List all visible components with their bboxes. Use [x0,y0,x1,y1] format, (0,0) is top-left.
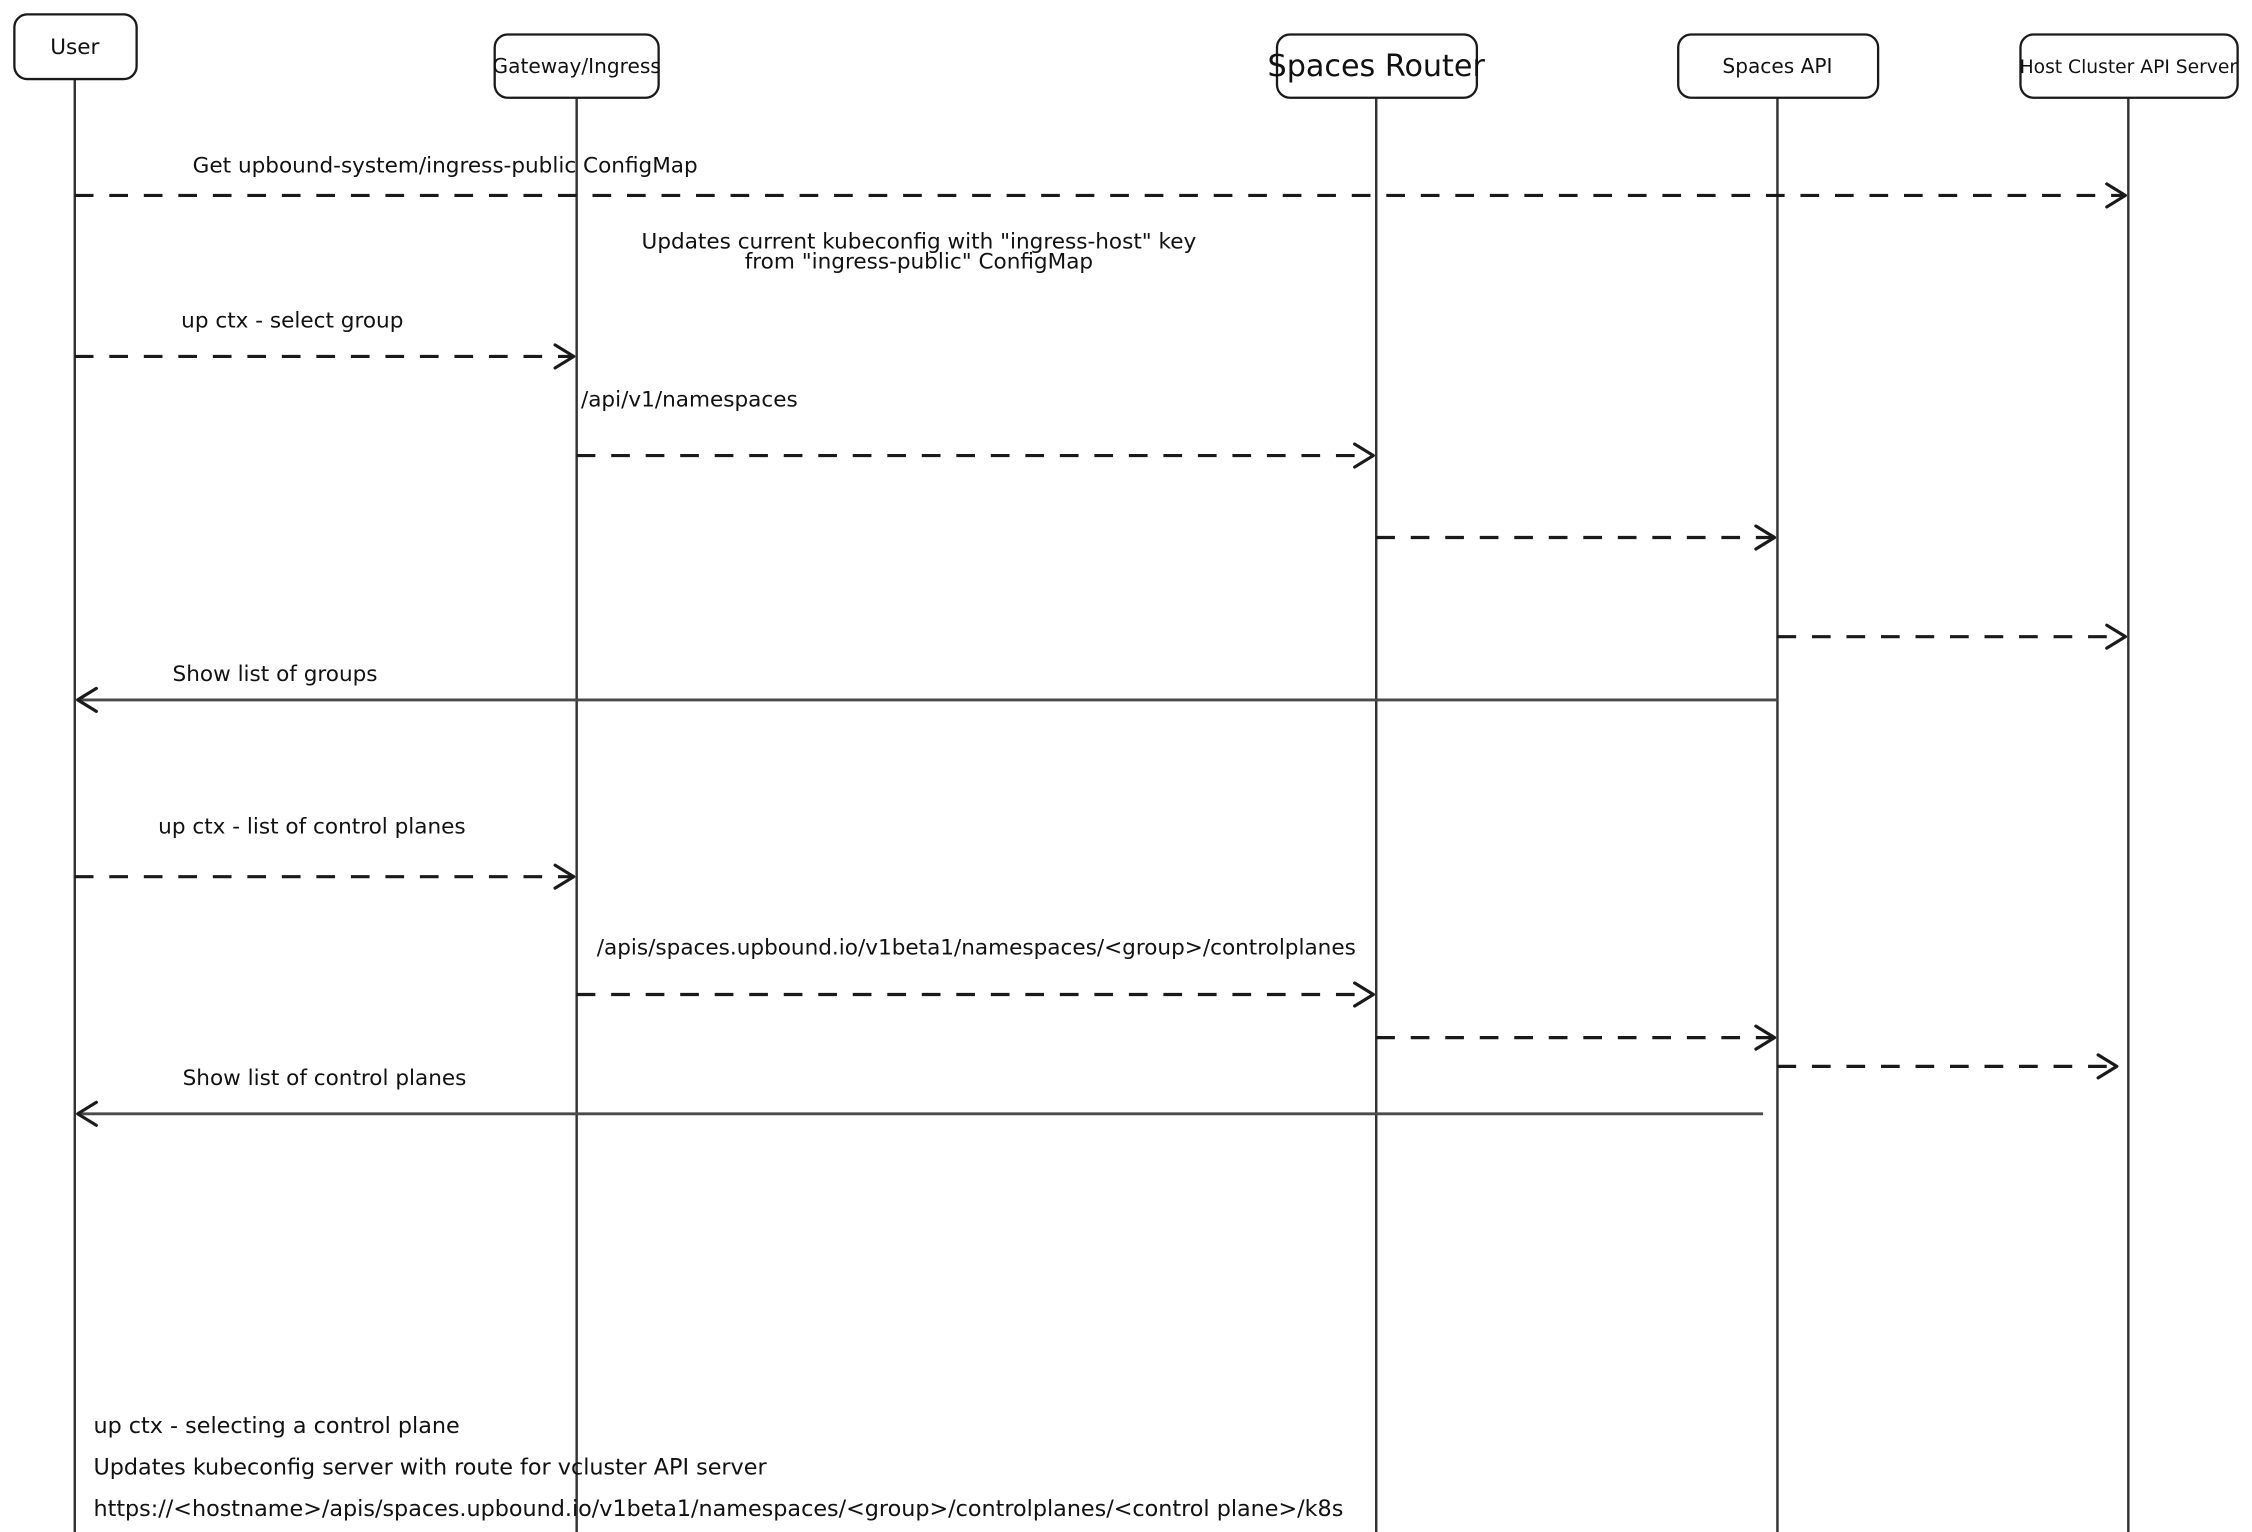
message-m2-note-line2: from "ingress-public" ConfigMap [745,250,1093,275]
message-m12: Show list of control planes [76,1066,1764,1127]
participant-box-hostapi [2019,33,2239,99]
participant-label-spacesapi: Spaces API [1722,54,1832,78]
message-m8: up ctx - list of control planes [74,815,576,890]
arrowhead-m12 [76,1100,98,1127]
arrowhead-m8 [553,863,576,890]
participant-gateway[interactable]: Gateway/Ingress [493,33,661,99]
message-m5 [1376,524,1777,551]
messages-layer: Get upbound-system/ingress-public Config… [74,153,2128,1127]
footer-note1: up ctx - selecting a control plane [93,1413,459,1439]
message-label-m1: Get upbound-system/ingress-public Config… [193,153,698,178]
message-m4: /api/v1/namespaces [576,388,1375,469]
participant-box-user [13,13,138,81]
arrowhead-m6 [2105,623,2128,650]
notes-layer: up ctx - selecting a control planeUpdate… [93,1413,1343,1522]
message-m1: Get upbound-system/ingress-public Config… [74,153,2128,209]
footer-note3: https://<hostname>/apis/spaces.upbound.i… [93,1496,1343,1522]
message-m11 [1777,1053,2119,1080]
message-m10 [1376,1024,1777,1051]
message-m6 [1777,623,2128,650]
arrowhead-m3 [553,343,576,370]
participant-label-gateway: Gateway/Ingress [493,54,661,78]
participant-label-user: User [50,35,99,60]
participant-hostapi[interactable]: Host Cluster API Server [2019,33,2239,99]
message-label-m8: up ctx - list of control planes [158,815,465,840]
participant-box-router [1275,33,1479,99]
message-m7: Show list of groups [76,662,1778,713]
message-m2-note-line1: Updates current kubeconfig with "ingress… [642,230,1197,255]
arrowhead-m10 [1754,1024,1777,1051]
arrowhead-m9 [1353,981,1375,1008]
participant-user[interactable]: User [13,13,138,81]
participant-label-hostapi: Host Cluster API Server [2020,57,2238,78]
message-label-m7: Show list of groups [173,662,378,687]
arrowhead-m1 [2105,182,2128,209]
arrowhead-m5 [1754,524,1777,551]
participant-router[interactable]: Spaces Router [1268,33,1486,99]
message-label-m3: up ctx - select group [181,309,403,334]
message-m3: up ctx - select group [74,309,576,370]
message-label-m2-note-line2: from "ingress-public" ConfigMap [745,250,1093,275]
participant-label-router: Spaces Router [1268,49,1486,84]
arrowhead-m4 [1353,442,1375,469]
message-label-m12: Show list of control planes [183,1066,467,1091]
message-m9: /apis/spaces.upbound.io/v1beta1/namespac… [576,935,1375,1008]
lifelines-layer [73,79,2130,1532]
participant-box-spacesapi [1677,33,1880,99]
participant-spacesapi[interactable]: Spaces API [1677,33,1880,99]
message-label-m9: /apis/spaces.upbound.io/v1beta1/namespac… [597,935,1356,960]
message-label-m4: /api/v1/namespaces [581,388,798,413]
arrowhead-m11 [2096,1053,2119,1080]
participant-box-gateway [493,33,660,99]
footer-note2: Updates kubeconfig server with route for… [93,1455,767,1481]
arrowhead-m7 [76,686,98,713]
message-label-m2-note-line1: Updates current kubeconfig with "ingress… [642,230,1197,255]
